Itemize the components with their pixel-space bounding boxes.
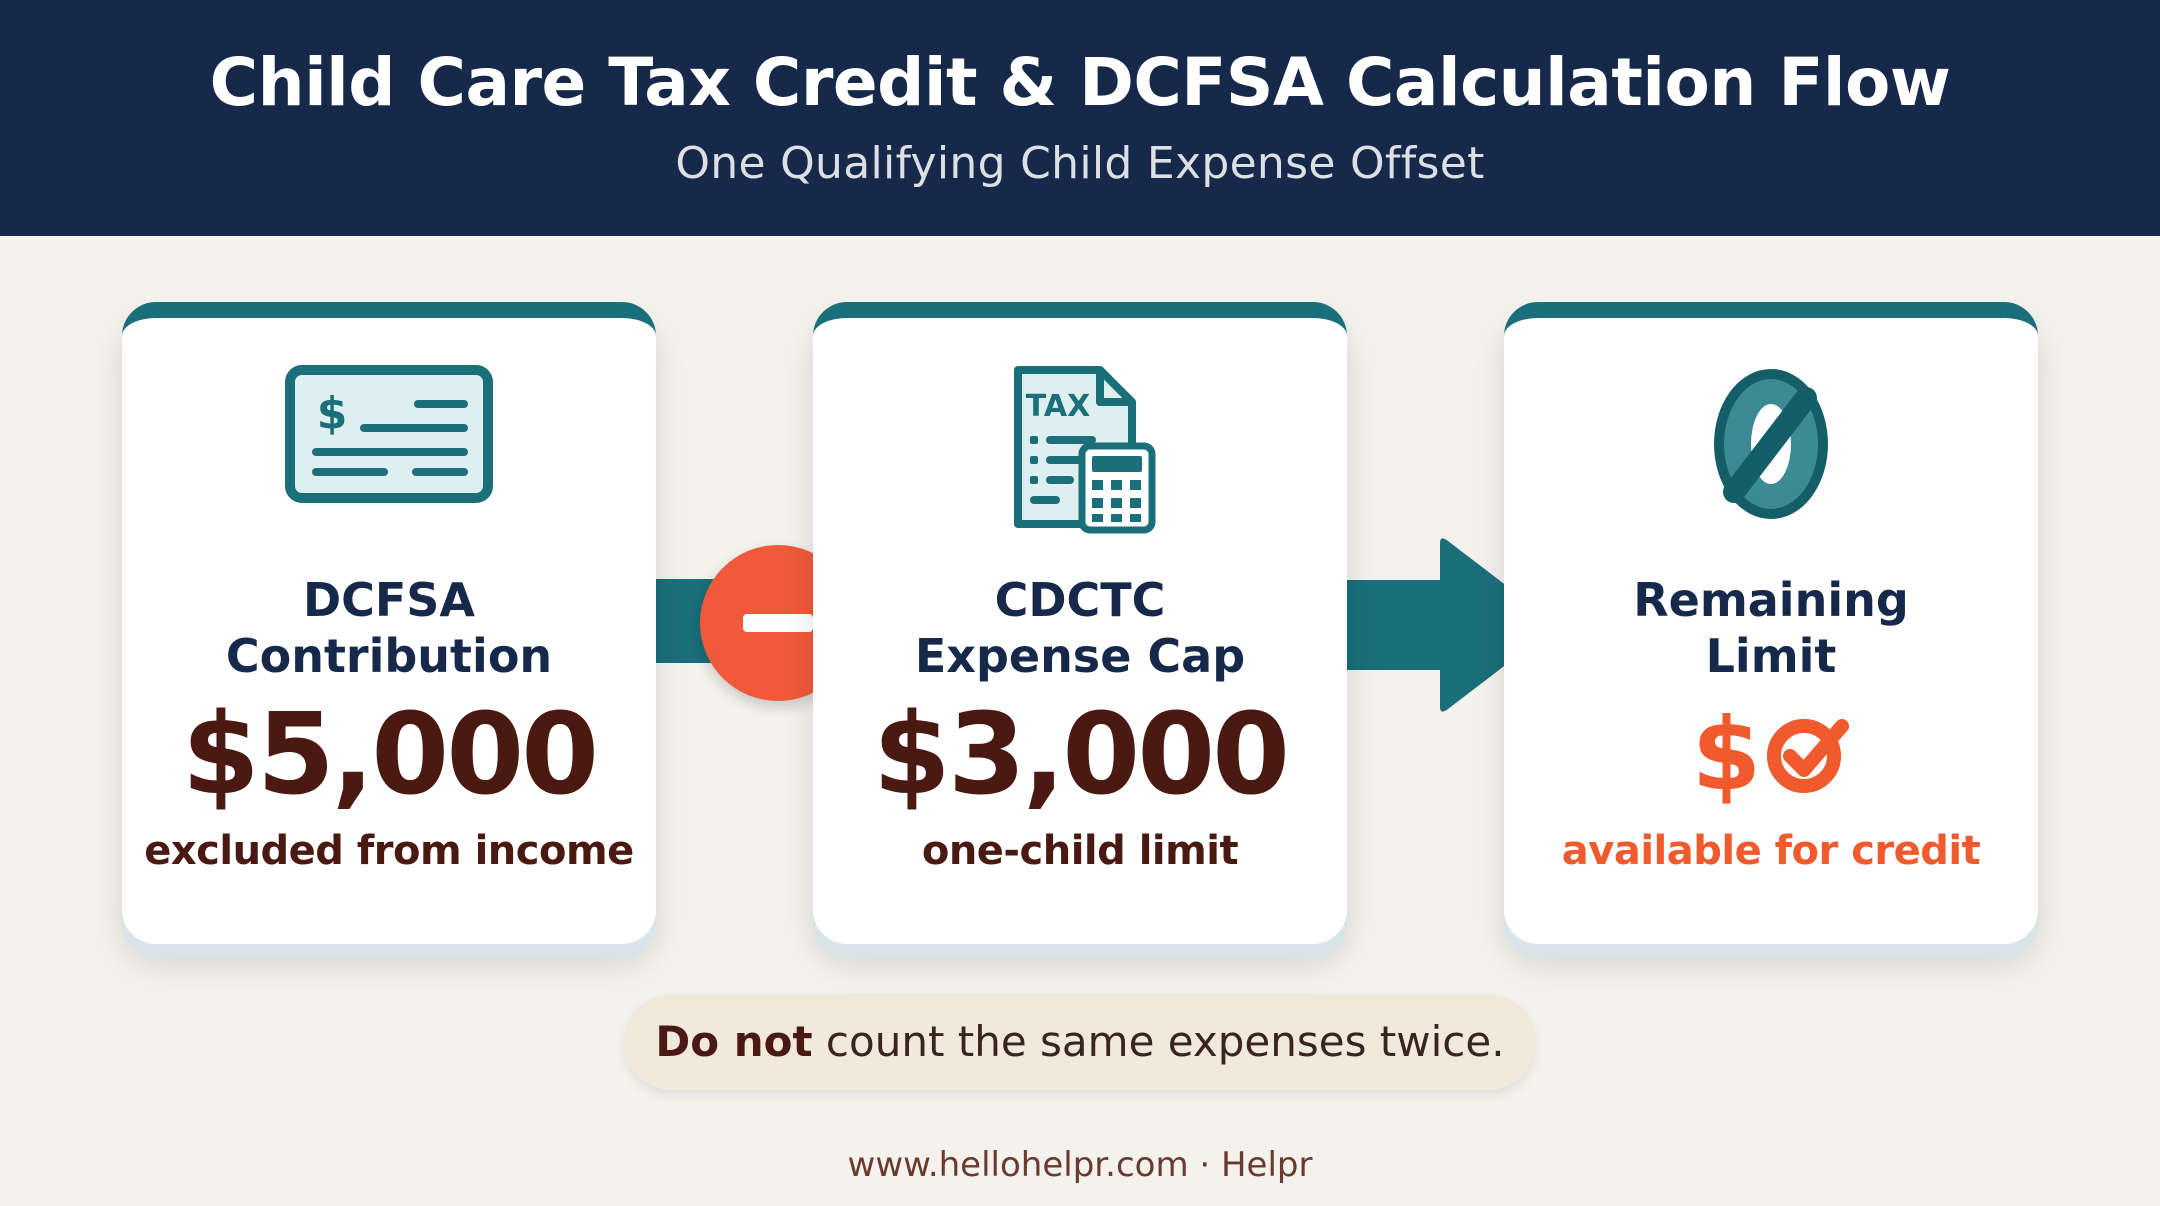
header-banner: Child Care Tax Credit & DCFSA Calculatio… [0, 0, 2160, 236]
card-note: excluded from income [144, 828, 634, 874]
arrow-right-icon [1340, 538, 1553, 712]
svg-text:TAX: TAX [1026, 389, 1090, 424]
card-note: available for credit [1561, 828, 1981, 874]
cdctc-expense-cap-card: TAX CDCTC Expense Cap $3,000 one-child l… [813, 302, 1347, 944]
dcfsa-amount: $5,000 [181, 690, 599, 820]
card-note: one-child limit [921, 828, 1239, 874]
warning-text: count the same expenses twice. [812, 1017, 1505, 1066]
check-dollar-icon: $ [122, 364, 656, 514]
card-label: DCFSA Contribution [225, 573, 553, 683]
page-title: Child Care Tax Credit & DCFSA Calculatio… [209, 44, 1951, 121]
check-circle-icon [1766, 708, 1850, 802]
dollar-symbol: $ [1691, 696, 1762, 813]
cdctc-cap-amount: $3,000 [872, 690, 1290, 820]
remaining-limit-card: Remaining Limit $ available for credit [1504, 302, 2038, 944]
dcfsa-contribution-card: $ DCFSA Contribution $5,000 excluded fro… [122, 302, 656, 944]
tax-calculator-icon: TAX [813, 364, 1347, 534]
warning-banner: Do not count the same expenses twice. [624, 994, 1536, 1090]
warning-bold: Do not [655, 1017, 813, 1066]
footer-credit: www.hellohelpr.com · Helpr [847, 1145, 1313, 1185]
zero-icon [1504, 364, 2038, 519]
page-subtitle: One Qualifying Child Expense Offset [675, 138, 1485, 189]
card-label: Remaining Limit [1633, 573, 1909, 683]
card-label: CDCTC Expense Cap [914, 573, 1246, 683]
svg-text:$: $ [317, 388, 348, 439]
remaining-limit-value: $ [1504, 690, 2038, 820]
